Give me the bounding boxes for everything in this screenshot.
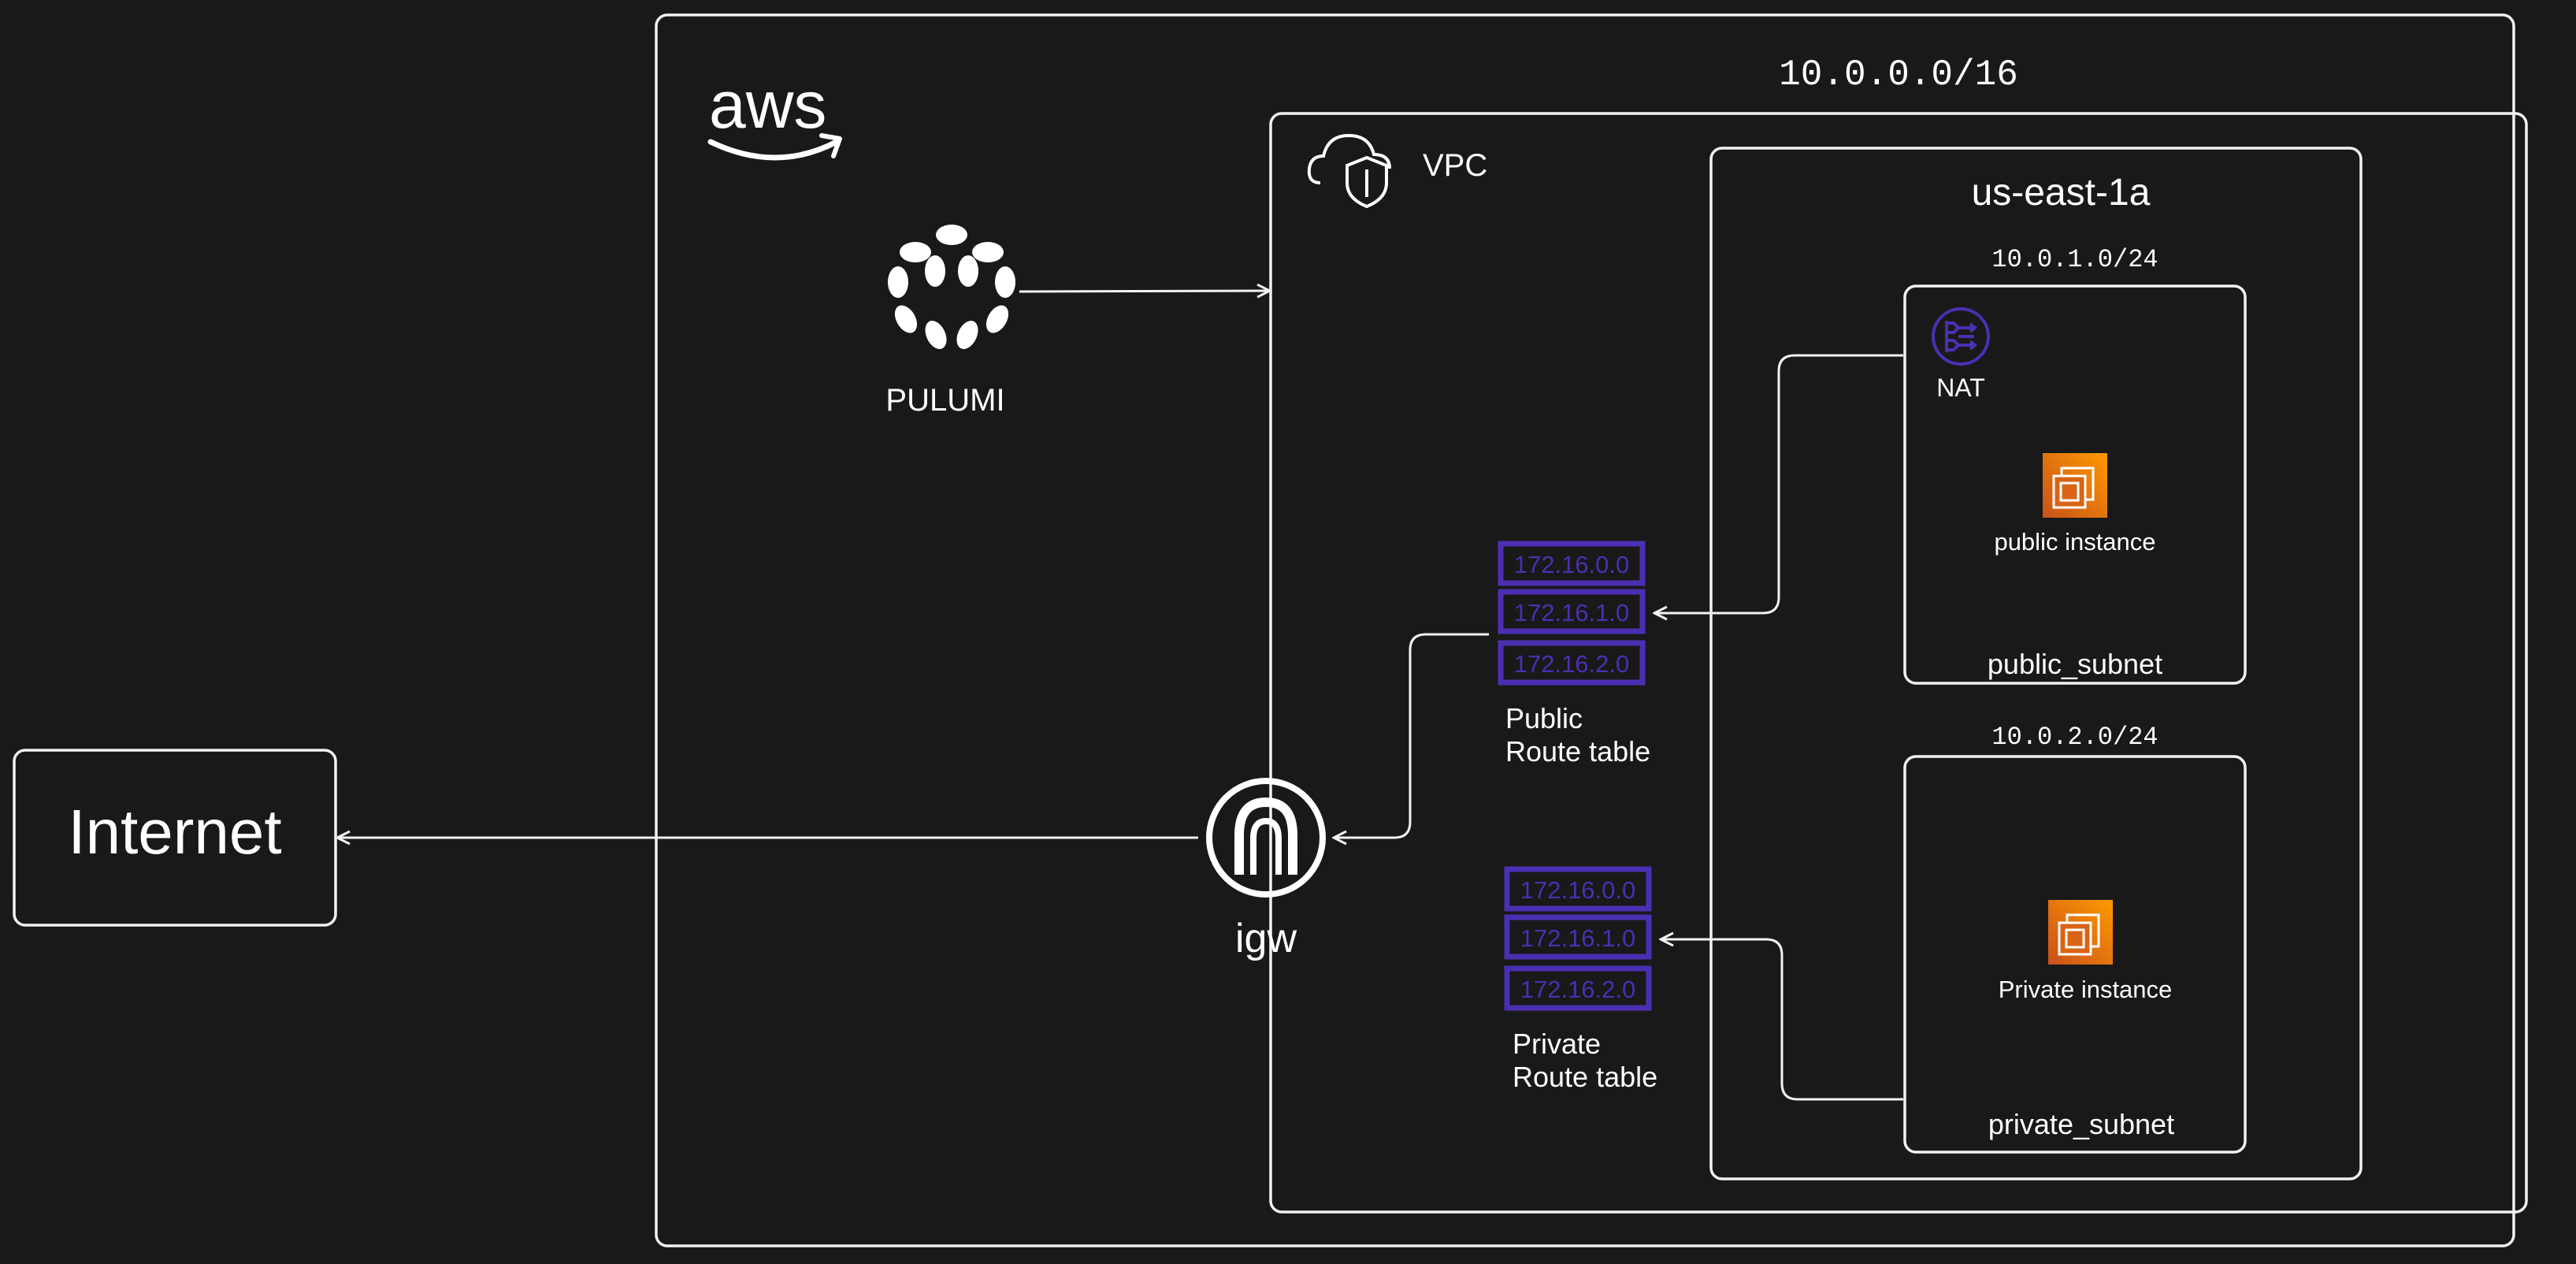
public-instance-label: public instance — [1994, 528, 2155, 556]
private-ec2-instance-icon — [2048, 900, 2113, 965]
pulumi-label: PULUMI — [885, 383, 1004, 418]
private-route-table-label: Private — [1513, 1028, 1601, 1060]
private-subnet-container — [1903, 755, 2247, 1154]
nat-label: NAT — [1936, 374, 1985, 402]
az-label: us-east-1a — [1972, 172, 2151, 214]
private-route-table: 172.16.0.0 172.16.1.0 172.16.2.0 — [1504, 866, 1652, 1011]
private-instance-label: Private instance — [1999, 976, 2173, 1003]
vpc-label: VPC — [1423, 148, 1487, 183]
public-route-table-label: Route table — [1505, 735, 1650, 768]
private-route-table-label: Route table — [1513, 1061, 1657, 1093]
route-entry: 172.16.0.0 — [1498, 541, 1646, 586]
nat-gateway-icon — [1932, 307, 1990, 366]
svg-text:aws: aws — [709, 68, 826, 142]
route-entry: 172.16.2.0 — [1498, 640, 1646, 686]
private-subnet-to-private-route-table-arrow — [1661, 939, 1903, 1101]
route-entry: 172.16.0.0 — [1504, 866, 1652, 912]
svg-text:172.16.1.0: 172.16.1.0 — [1520, 924, 1636, 952]
public-route-table-label: Public — [1505, 702, 1583, 734]
aws-cloud-container — [655, 13, 2515, 1247]
route-entry: 172.16.2.0 — [1504, 965, 1652, 1011]
igw-label: igw — [1235, 916, 1297, 961]
pulumi-to-vpc-arrow — [1019, 291, 1270, 292]
public-route-table: 172.16.0.0 172.16.1.0 172.16.2.0 — [1498, 541, 1646, 686]
nat-to-public-route-table-arrow — [1654, 354, 1903, 613]
svg-text:172.16.2.0: 172.16.2.0 — [1514, 650, 1630, 678]
private-subnet-cidr: 10.0.2.0/24 — [1991, 723, 2158, 752]
aws-logo: aws — [707, 68, 842, 161]
svg-text:172.16.0.0: 172.16.0.0 — [1520, 876, 1636, 904]
vpc-container — [1269, 112, 2528, 1214]
internet-gateway-icon — [1206, 778, 1326, 898]
pulumi-logo — [888, 225, 1015, 349]
route-entry: 172.16.1.0 — [1504, 914, 1652, 960]
cidr-block-label: 10.0.0.0/16 — [1779, 54, 2018, 95]
svg-text:172.16.2.0: 172.16.2.0 — [1520, 976, 1636, 1003]
public-route-table-to-igw-arrow — [1334, 633, 1489, 838]
svg-text:172.16.0.0: 172.16.0.0 — [1514, 551, 1630, 578]
availability-zone-container — [1709, 147, 2363, 1180]
route-entry: 172.16.1.0 — [1498, 589, 1646, 634]
public-subnet-cidr: 10.0.1.0/24 — [1991, 245, 2158, 274]
internet-label: Internet — [68, 797, 281, 867]
svg-text:172.16.1.0: 172.16.1.0 — [1514, 599, 1630, 626]
private-subnet-label: private_subnet — [1988, 1108, 2174, 1140]
public-subnet-container — [1903, 284, 2247, 685]
vpc-cloud-shield-icon — [1307, 133, 1391, 209]
public-subnet-label: public_subnet — [1988, 648, 2162, 680]
public-ec2-instance-icon — [2043, 453, 2107, 518]
